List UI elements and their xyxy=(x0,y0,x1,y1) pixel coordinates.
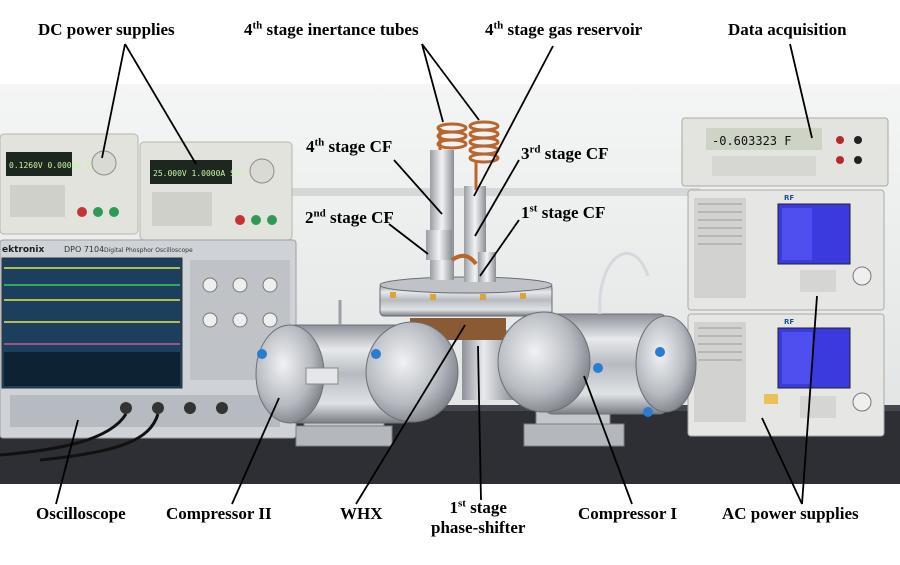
oscilloscope-unit: ektronix DPO 7104 Digital Phosphor Oscil… xyxy=(0,239,297,462)
label-ac-power-supplies: AC power supplies xyxy=(722,504,859,523)
label-whx: WHX xyxy=(340,504,383,523)
svg-text:RF: RF xyxy=(784,194,794,202)
label-data-acquisition: Data acquisition xyxy=(728,20,847,39)
label-compressor-2: Compressor II xyxy=(166,504,272,523)
label-4th-stage-cf: 4th stage CF xyxy=(306,136,393,156)
svg-text:DPO 7104: DPO 7104 xyxy=(64,245,104,254)
ac-power-supply-top: RF xyxy=(687,189,885,311)
svg-text:0.1260V 0.0000A OFF: 0.1260V 0.0000A OFF xyxy=(9,161,101,170)
label-dc-power-supplies: DC power supplies xyxy=(38,20,175,39)
svg-text:-0.603323 F: -0.603323 F xyxy=(712,134,791,148)
shelf xyxy=(280,188,700,196)
data-acquisition-unit: -0.603323 F xyxy=(681,117,889,187)
compressor-1 xyxy=(497,252,697,447)
svg-text:25.000V 1.0000A SET: 25.000V 1.0000A SET xyxy=(153,169,245,178)
ac-power-supply-bottom: RF xyxy=(687,313,885,437)
label-1st-stage-cf: 1st stage CF xyxy=(521,202,606,222)
compressor-2 xyxy=(255,300,459,447)
svg-text:ektronix: ektronix xyxy=(2,245,45,255)
svg-text:RF: RF xyxy=(784,318,794,326)
label-compressor-1: Compressor I xyxy=(578,504,678,523)
dc-power-supply-left: 0.1260V 0.0000A OFF xyxy=(0,133,139,235)
label-4th-stage-inertance-tubes: 4th stage inertance tubes xyxy=(244,19,419,39)
inertance-tube-coil xyxy=(436,120,500,190)
label-oscilloscope: Oscilloscope xyxy=(36,504,126,523)
callout-lines xyxy=(55,43,818,505)
label-3rd-stage-cf: 3rd stage CF xyxy=(521,143,609,163)
label-4th-stage-gas-reservoir: 4th stage gas reservoir xyxy=(485,19,643,39)
dc-power-supply-right: 25.000V 1.0000A SET xyxy=(139,141,293,241)
label-2nd-stage-cf: 2nd stage CF xyxy=(305,207,394,227)
svg-text:Digital Phosphor Oscilloscope: Digital Phosphor Oscilloscope xyxy=(104,247,193,254)
